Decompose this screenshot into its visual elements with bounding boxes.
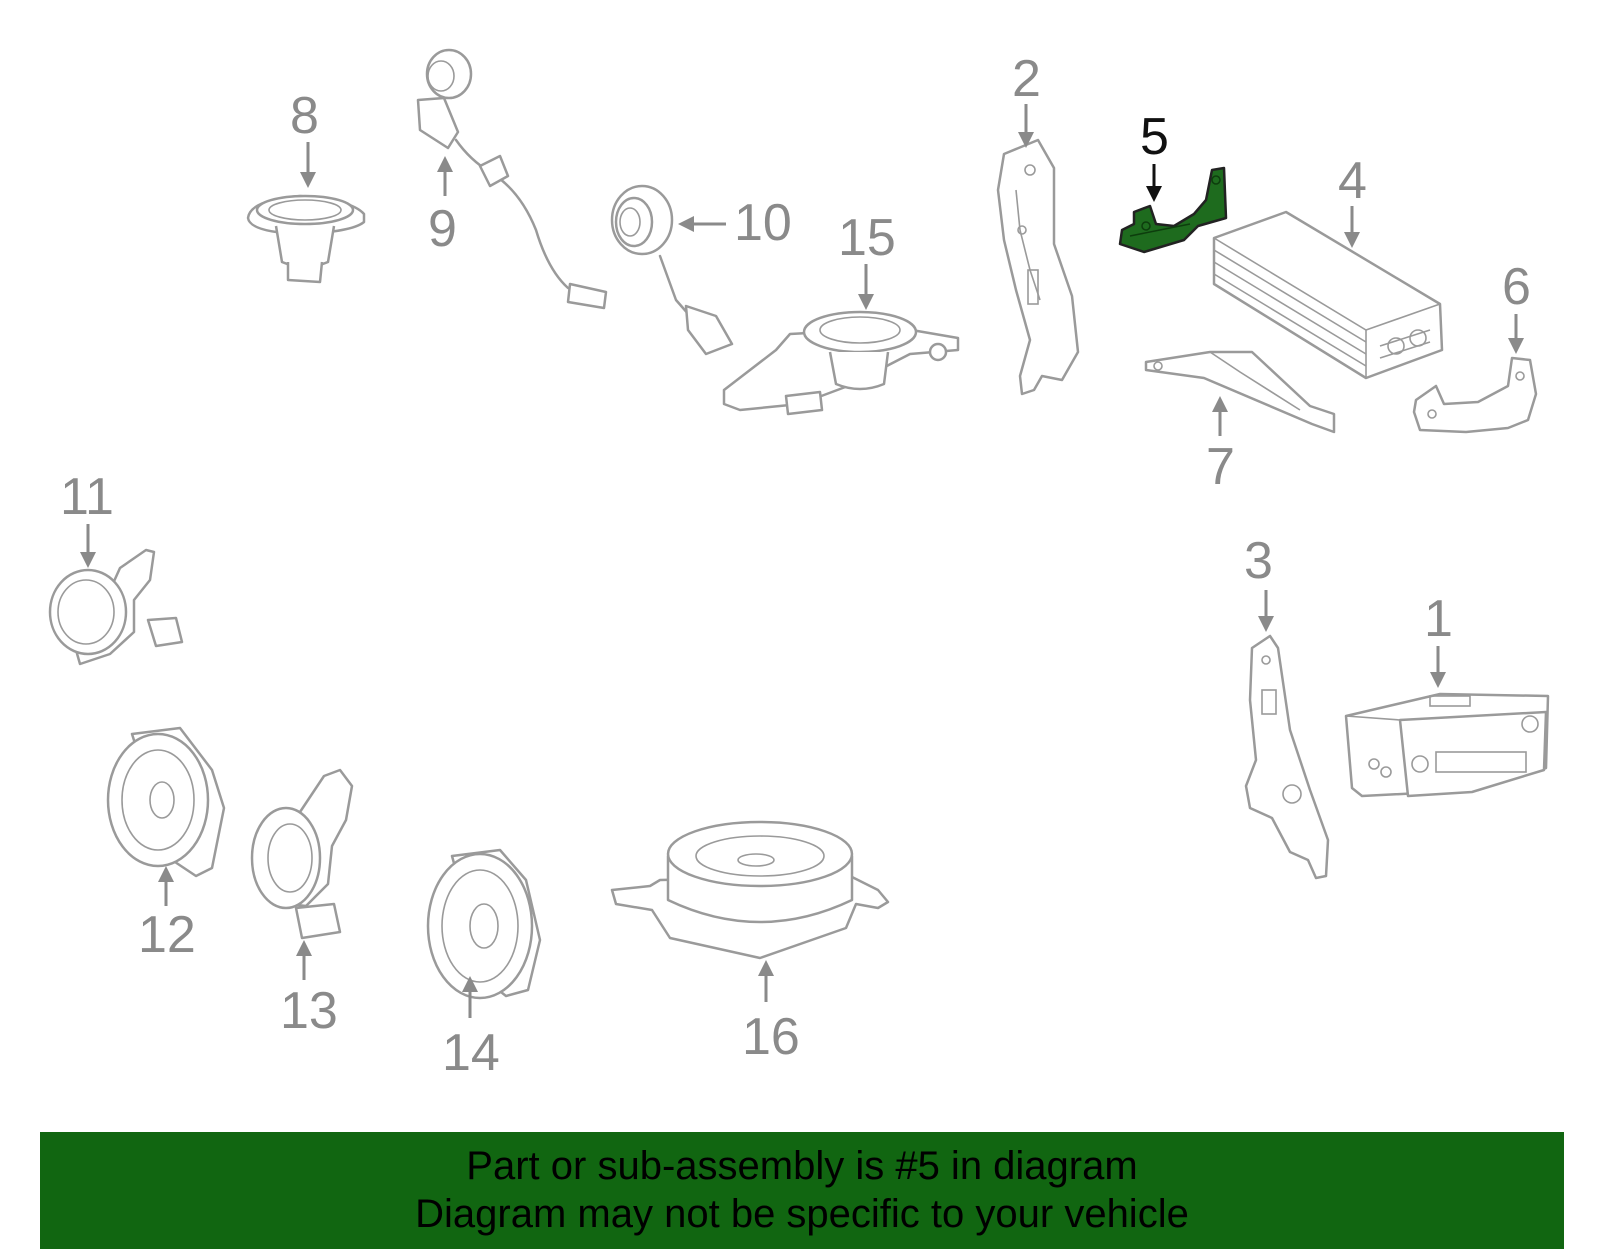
svg-text:1: 1 xyxy=(1424,590,1453,648)
banner-line-2: Diagram may not be specific to your vehi… xyxy=(415,1192,1189,1236)
callout-2: 2 xyxy=(1012,50,1041,148)
part-9-speaker-wire[interactable] xyxy=(416,48,608,310)
part-5-amplifier-bracket[interactable] xyxy=(1118,166,1228,254)
svg-text:14: 14 xyxy=(442,1024,500,1082)
svg-text:12: 12 xyxy=(138,906,196,964)
callout-11: 11 xyxy=(60,468,114,568)
callout-9: 9 xyxy=(428,156,457,258)
svg-text:13: 13 xyxy=(280,982,338,1040)
svg-text:6: 6 xyxy=(1502,258,1531,316)
part-1-radio-unit[interactable] xyxy=(1344,692,1550,798)
part-12-door-speaker[interactable] xyxy=(106,726,226,878)
svg-text:8: 8 xyxy=(290,87,319,145)
part-3-radio-bracket[interactable] xyxy=(1244,634,1330,880)
svg-text:15: 15 xyxy=(838,209,896,267)
part-8-tweeter[interactable] xyxy=(246,194,366,284)
info-banner: Part or sub-assembly is #5 in diagram Di… xyxy=(40,1132,1564,1249)
callout-4: 4 xyxy=(1338,152,1367,248)
callout-1: 1 xyxy=(1424,590,1453,688)
callout-5: 5 xyxy=(1140,108,1169,202)
banner-line-1: Part or sub-assembly is #5 in diagram xyxy=(466,1144,1138,1188)
part-13-speaker-arm[interactable] xyxy=(250,768,354,940)
callout-8: 8 xyxy=(290,87,319,188)
svg-text:10: 10 xyxy=(734,194,792,252)
part-10-tweeter[interactable] xyxy=(610,184,734,356)
svg-text:5: 5 xyxy=(1140,108,1169,166)
svg-text:3: 3 xyxy=(1244,532,1273,590)
svg-text:16: 16 xyxy=(742,1008,800,1066)
part-2-bracket[interactable] xyxy=(996,138,1080,396)
part-6-small-bracket[interactable] xyxy=(1412,356,1538,434)
callout-15: 15 xyxy=(838,209,896,310)
svg-text:4: 4 xyxy=(1338,152,1367,210)
part-11-speaker-bracket[interactable] xyxy=(48,548,184,666)
part-7-plate-bracket[interactable] xyxy=(1144,350,1336,434)
svg-text:11: 11 xyxy=(60,468,114,526)
callout-14: 14 xyxy=(442,976,500,1082)
callout-6: 6 xyxy=(1502,258,1531,354)
part-16-subwoofer[interactable] xyxy=(610,820,890,960)
part-4-amplifier[interactable] xyxy=(1212,210,1444,380)
part-15-speaker-bracket[interactable] xyxy=(722,310,960,416)
callout-13: 13 xyxy=(280,940,338,1040)
svg-text:9: 9 xyxy=(428,200,457,258)
callout-10: 10 xyxy=(678,194,792,252)
part-14-door-speaker[interactable] xyxy=(426,848,542,1000)
callout-12: 12 xyxy=(138,866,196,964)
callout-7: 7 xyxy=(1206,396,1235,496)
svg-text:2: 2 xyxy=(1012,50,1041,108)
callout-3: 3 xyxy=(1244,532,1274,632)
svg-text:7: 7 xyxy=(1206,438,1235,496)
callout-16: 16 xyxy=(742,960,800,1066)
